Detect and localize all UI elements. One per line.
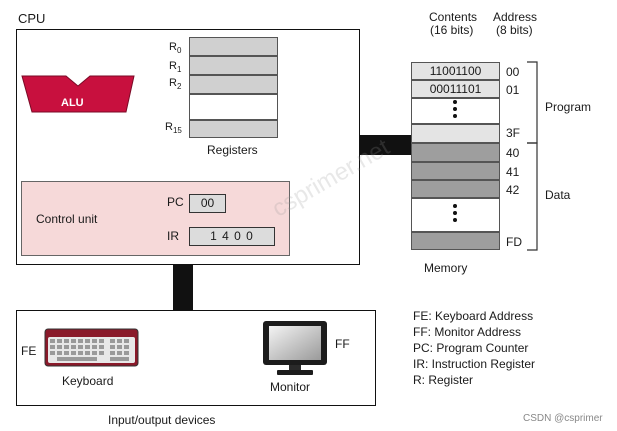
monitor-icon bbox=[263, 321, 327, 375]
register-r0 bbox=[189, 37, 278, 56]
pc-label: PC bbox=[167, 195, 184, 209]
credit-text: CSDN @csprimer bbox=[523, 413, 603, 424]
keyboard-label: Keyboard bbox=[62, 374, 114, 388]
pc-register: 00 bbox=[189, 194, 226, 213]
memory-cell-00: 11001100 bbox=[411, 62, 500, 80]
address-00: 00 bbox=[506, 65, 520, 79]
ir-register: 1 4 0 0 bbox=[189, 227, 275, 246]
memory-data-gap bbox=[411, 198, 500, 232]
register-gap bbox=[189, 94, 278, 120]
ir-label: IR bbox=[167, 229, 179, 243]
alu-label: ALU bbox=[61, 97, 84, 109]
cpu-io-bus bbox=[173, 265, 193, 310]
memory-cell-01: 00011101 bbox=[411, 80, 500, 98]
address-header-line2: (8 bits) bbox=[496, 23, 533, 37]
cpu-title: CPU bbox=[18, 11, 46, 26]
address-42: 42 bbox=[506, 183, 520, 197]
register-label-r15: R15 bbox=[165, 121, 182, 136]
data-label: Data bbox=[545, 188, 571, 202]
alu-shape bbox=[21, 75, 135, 113]
io-caption: Input/output devices bbox=[108, 413, 216, 427]
program-label: Program bbox=[545, 100, 592, 114]
memory-cell-fd bbox=[411, 232, 500, 250]
address-40: 40 bbox=[506, 146, 520, 160]
program-bracket bbox=[527, 61, 538, 144]
registers-caption: Registers bbox=[207, 143, 258, 157]
memory-ellipsis-data bbox=[453, 204, 459, 225]
register-label-r0: R0 bbox=[169, 41, 182, 56]
legend-item: R: Register bbox=[413, 373, 474, 387]
register-r1 bbox=[189, 56, 278, 75]
cpu-memory-bus bbox=[360, 135, 411, 155]
register-r15 bbox=[189, 120, 278, 138]
contents-header-line1: Contents bbox=[429, 10, 478, 24]
keyboard-icon bbox=[44, 328, 139, 367]
address-01: 01 bbox=[506, 83, 520, 97]
monitor-label: Monitor bbox=[270, 380, 311, 394]
io-box bbox=[16, 310, 376, 406]
register-r2 bbox=[189, 75, 278, 94]
memory-caption: Memory bbox=[424, 261, 468, 275]
data-bracket bbox=[527, 142, 538, 251]
register-label-r1: R1 bbox=[169, 60, 182, 75]
legend-item: FF: Monitor Address bbox=[413, 325, 522, 339]
address-3f: 3F bbox=[506, 126, 521, 140]
cpu-box bbox=[16, 29, 360, 265]
register-label-r2: R2 bbox=[169, 77, 182, 92]
memory-cell-42 bbox=[411, 180, 500, 198]
control-unit-label: Control unit bbox=[36, 212, 98, 226]
legend-item: FE: Keyboard Address bbox=[413, 309, 534, 323]
legend-item: IR: Instruction Register bbox=[413, 357, 536, 371]
memory-ellipsis-program bbox=[453, 100, 459, 121]
legend-item: PC: Program Counter bbox=[413, 341, 529, 355]
address-header-line1: Address bbox=[493, 10, 538, 24]
contents-header-line2: (16 bits) bbox=[430, 23, 474, 37]
memory-cell-41 bbox=[411, 162, 500, 180]
memory-cell-3f bbox=[411, 124, 500, 143]
memory-cell-40 bbox=[411, 143, 500, 162]
address-fd: FD bbox=[506, 235, 522, 249]
keyboard-address: FE bbox=[21, 344, 37, 358]
monitor-address: FF bbox=[335, 337, 350, 351]
address-41: 41 bbox=[506, 165, 520, 179]
